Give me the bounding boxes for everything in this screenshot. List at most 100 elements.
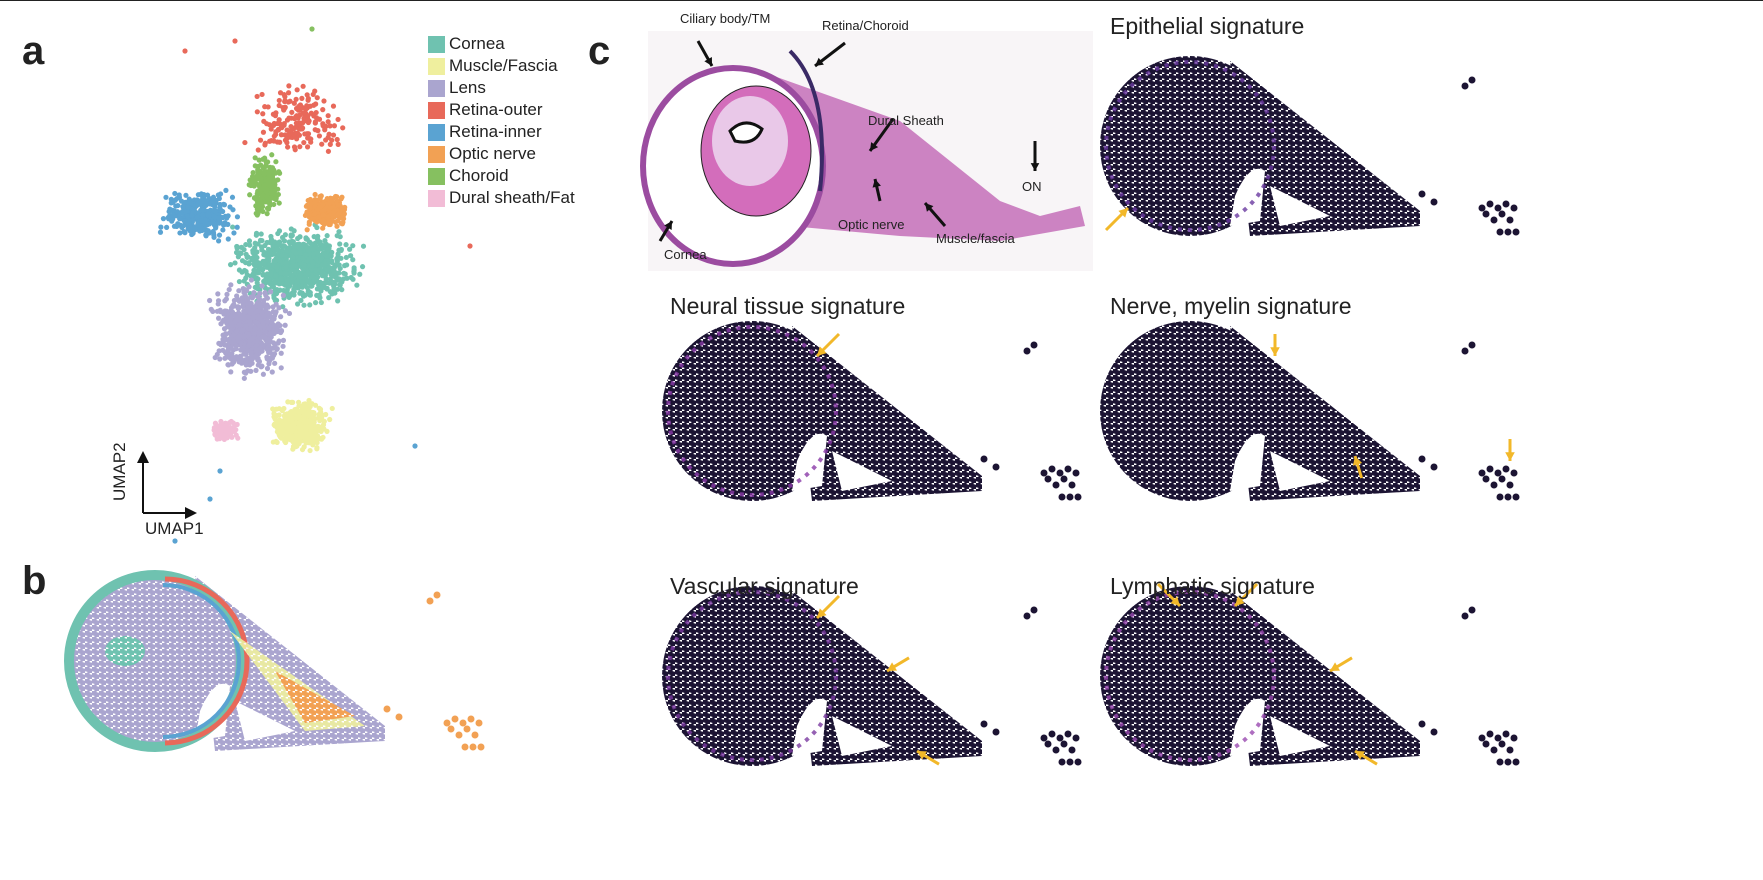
umap-point [278, 427, 285, 433]
umap-point [254, 338, 261, 344]
umap-point [319, 269, 325, 275]
arrow-head [817, 608, 827, 618]
umap-point [288, 232, 294, 238]
umap-point [336, 247, 342, 253]
umap-point [239, 269, 245, 275]
umap-point [354, 282, 360, 288]
umap-point [293, 130, 299, 136]
umap-point [312, 211, 318, 217]
umap-point [253, 347, 259, 353]
umap-point [271, 407, 277, 413]
umap-point [195, 192, 201, 198]
umap-point [243, 241, 249, 248]
umap-point [243, 358, 249, 365]
umap-point [298, 297, 304, 304]
spatial-cluster-map [64, 570, 485, 752]
umap-point [266, 325, 272, 331]
umap-point [320, 422, 327, 428]
spot [1502, 200, 1510, 208]
spot [1418, 720, 1426, 728]
umap-point [210, 199, 216, 205]
umap-point [318, 426, 324, 432]
umap-point [215, 298, 222, 304]
umap-point [316, 292, 322, 298]
umap-point [277, 287, 283, 293]
spot [1023, 347, 1031, 355]
spot [1030, 341, 1038, 349]
label-cornea: Cornea [664, 247, 707, 262]
umap-point [266, 355, 273, 361]
umap-point [224, 311, 230, 317]
umap-point [334, 223, 340, 229]
spot [1482, 740, 1490, 748]
umap-point [275, 177, 281, 183]
umap-point [158, 224, 164, 230]
umap-point [297, 250, 303, 256]
umap-point [341, 270, 347, 276]
arrow-head [1352, 456, 1363, 466]
umap-point [312, 88, 318, 94]
spot [463, 725, 471, 733]
umap-point [231, 230, 237, 236]
umap-point [271, 138, 277, 144]
umap-point [234, 244, 240, 250]
umap-point [289, 109, 295, 115]
umap-point [230, 224, 236, 230]
spot [1504, 228, 1512, 236]
legend-label: Cornea [449, 34, 505, 53]
umap-point [340, 212, 347, 218]
arrow-head [887, 662, 897, 671]
umap-point [225, 236, 231, 242]
umap-point [306, 256, 312, 262]
spot [447, 725, 455, 733]
umap-point [251, 183, 257, 189]
umap-point [241, 333, 248, 340]
umap-point [307, 103, 313, 109]
umap-point [278, 270, 284, 276]
umap-point [177, 216, 183, 222]
umap-point [222, 342, 228, 348]
umap-point [269, 183, 275, 189]
umap-point [274, 264, 280, 270]
spot [461, 743, 469, 751]
umap-point [256, 157, 262, 163]
legend-swatch [428, 35, 445, 53]
legend-swatch [428, 145, 445, 163]
umap-point [228, 305, 235, 311]
umap-axes [142, 456, 192, 514]
spot [1058, 493, 1066, 501]
spot [1502, 730, 1510, 738]
umap-point [301, 302, 307, 308]
umap-point [339, 287, 345, 293]
umap-point [224, 324, 231, 330]
umap-point [233, 249, 240, 256]
label-on: ON [1022, 179, 1042, 194]
legend-item: Retina-inner [428, 121, 575, 143]
umap-point [258, 364, 264, 370]
umap-point [203, 233, 209, 239]
umap-point [307, 239, 313, 245]
umap-point [320, 121, 326, 127]
umap-point [314, 219, 320, 225]
umap-point [255, 210, 261, 216]
umap-point [312, 191, 318, 198]
umap-point [185, 205, 191, 211]
umap-point [329, 405, 335, 412]
umap-point [282, 98, 288, 104]
umap-point [204, 222, 210, 228]
umap-point [336, 229, 342, 235]
arrow-head [704, 57, 712, 66]
umap-point [185, 213, 191, 219]
umap-point [314, 440, 320, 446]
umap-point [290, 254, 296, 260]
spot [1494, 734, 1502, 742]
umap-point [351, 265, 357, 271]
umap-point [290, 399, 296, 405]
umap-point [269, 152, 275, 158]
eye-spots [65, 571, 245, 751]
umap-point [253, 367, 259, 373]
umap-point [337, 282, 343, 288]
arrow-head [1235, 596, 1245, 606]
umap-point [324, 267, 330, 273]
umap-point [297, 144, 303, 150]
